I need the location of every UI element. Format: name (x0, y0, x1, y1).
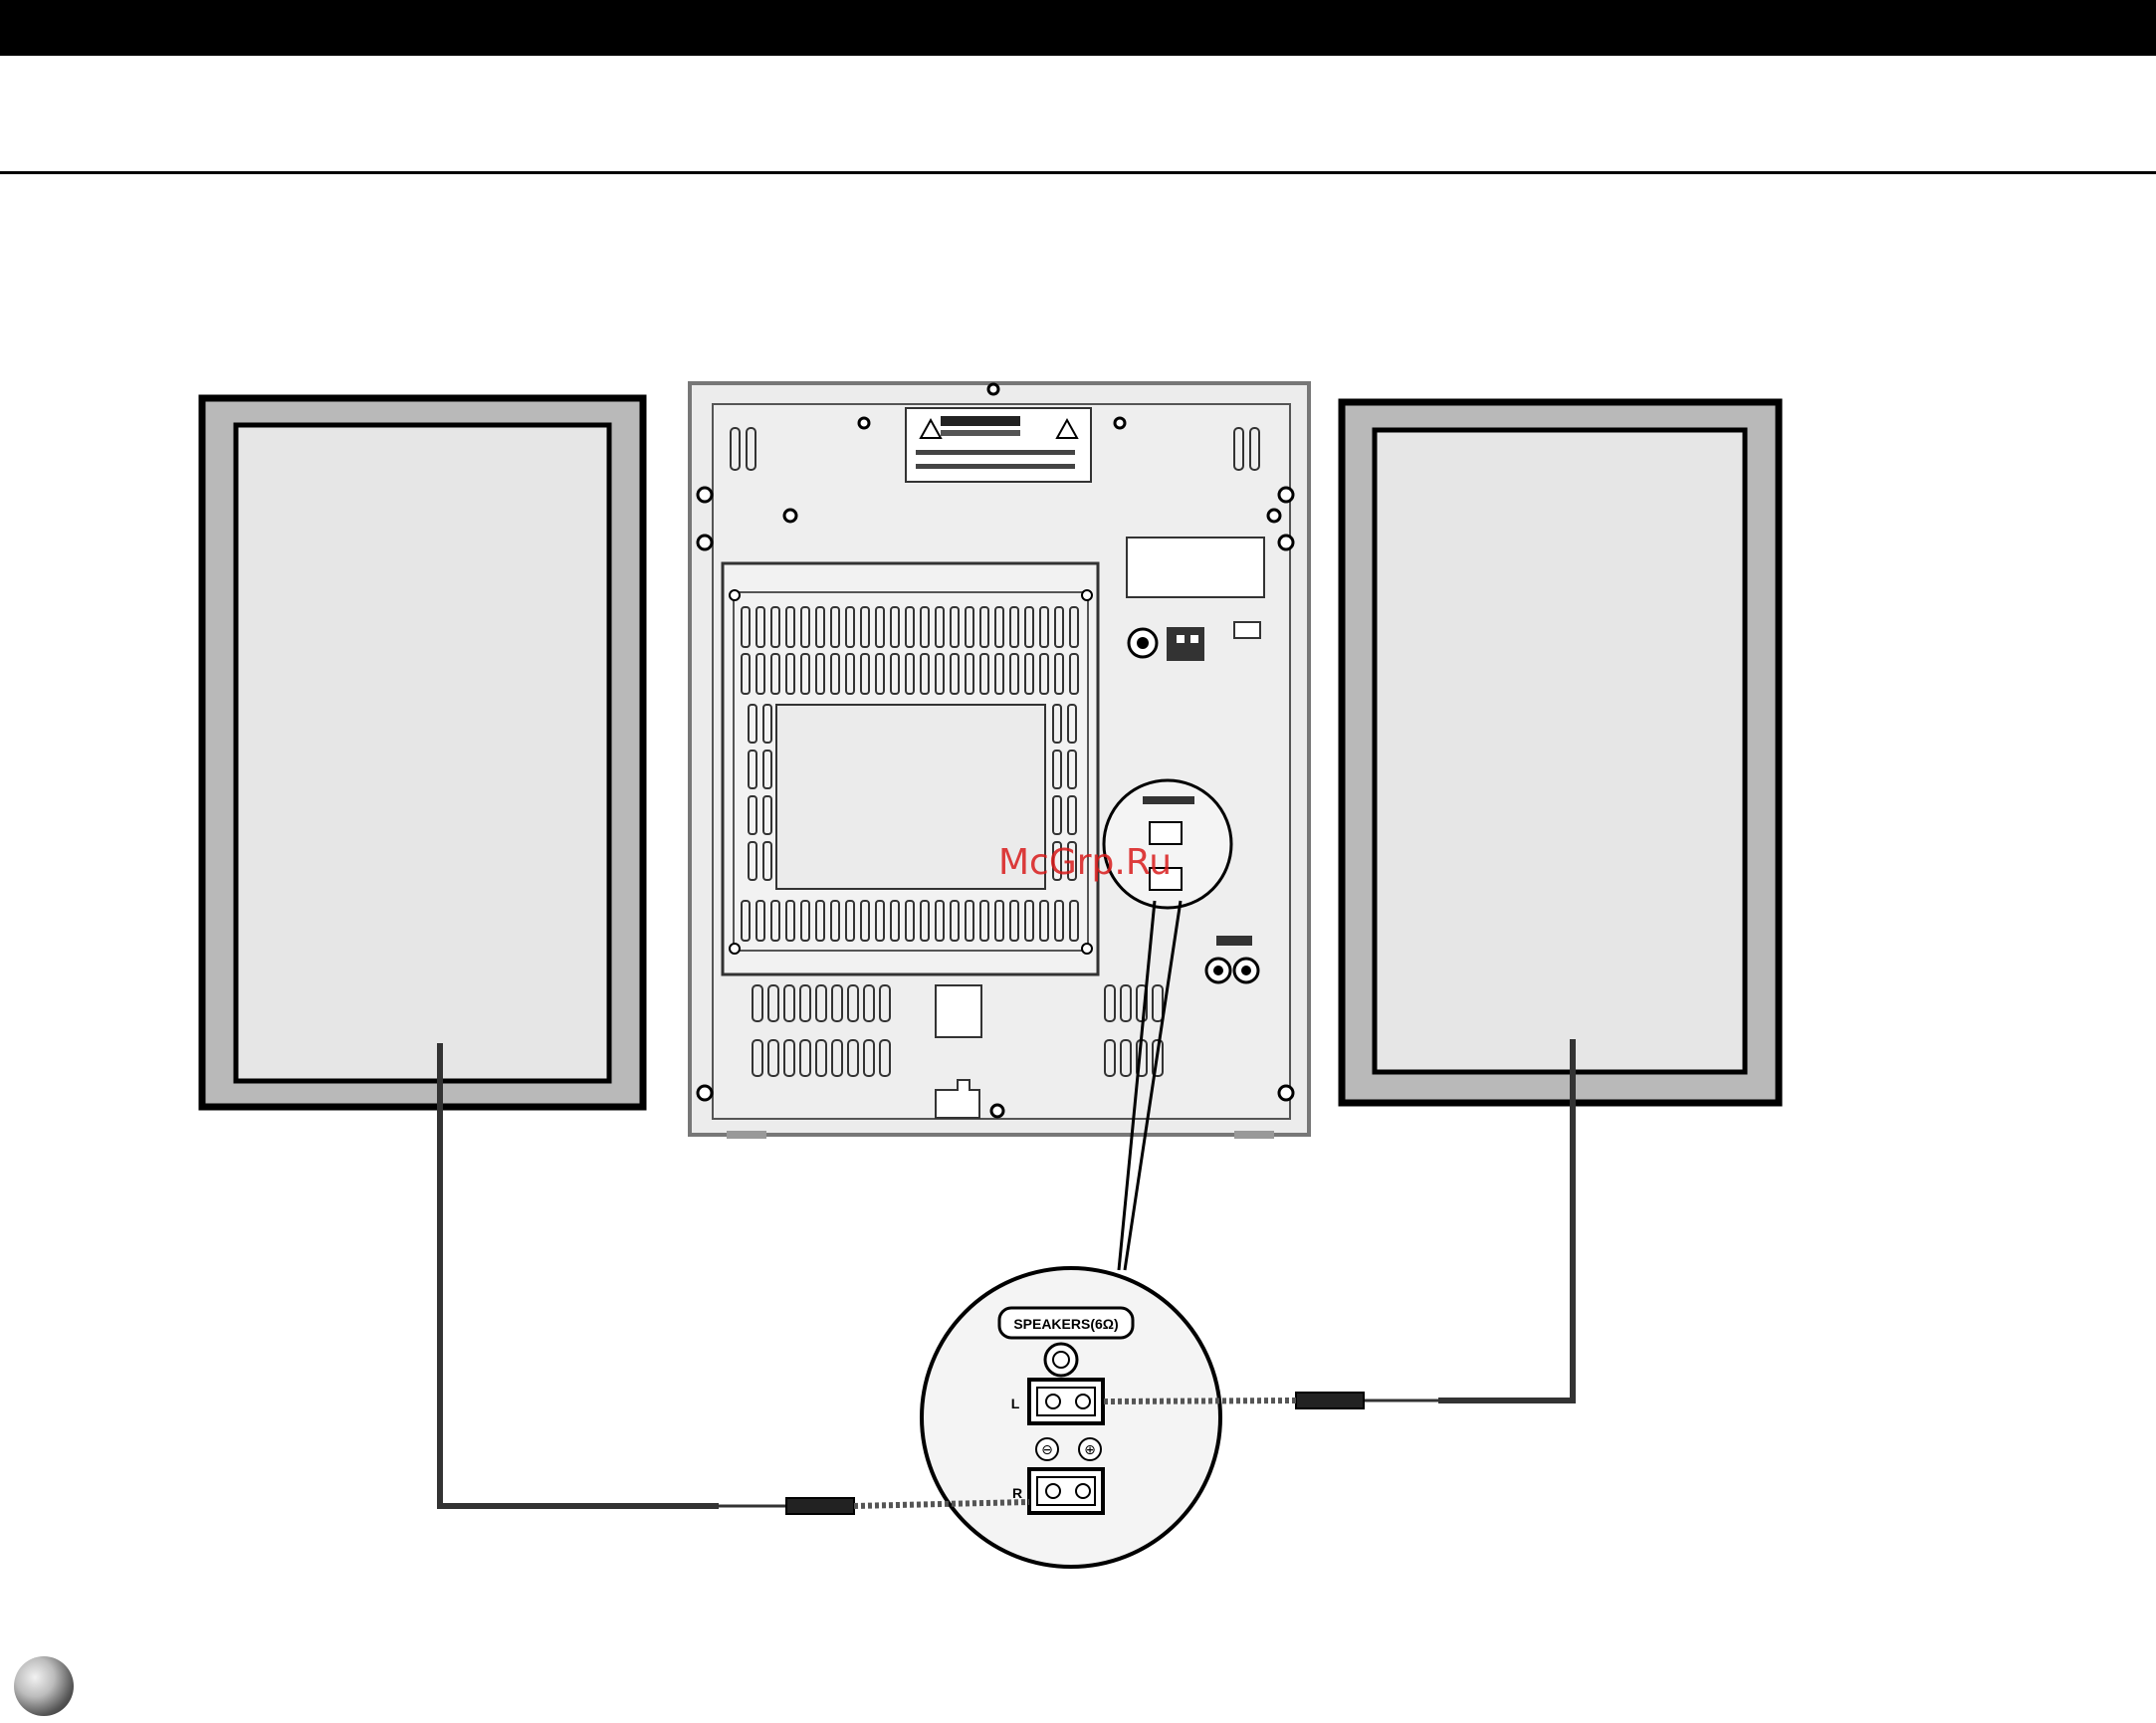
left-speaker (202, 398, 643, 1107)
minus-sign: ⊖ (1041, 1442, 1053, 1458)
main-unit-rear (690, 383, 1309, 1139)
left-speaker-terminal (1029, 1380, 1103, 1423)
plus-sign: ⊕ (1084, 1442, 1096, 1458)
panel-screw (1045, 1344, 1077, 1376)
right-speaker (1342, 402, 1779, 1103)
enlarged-connector-panel (922, 1268, 1220, 1567)
right-terminal-label: R (1012, 1485, 1022, 1501)
small-label (936, 985, 981, 1037)
panel-title-text: SPEAKERS(6Ω) (1013, 1316, 1118, 1332)
warning-label (906, 408, 1091, 482)
page-bullet-icon (14, 1656, 74, 1716)
right-speaker-terminal (1029, 1469, 1103, 1513)
heatsink-grille (723, 563, 1098, 974)
left-terminal-label: L (1011, 1396, 1020, 1411)
watermark: McGrp.Ru (998, 842, 1172, 883)
